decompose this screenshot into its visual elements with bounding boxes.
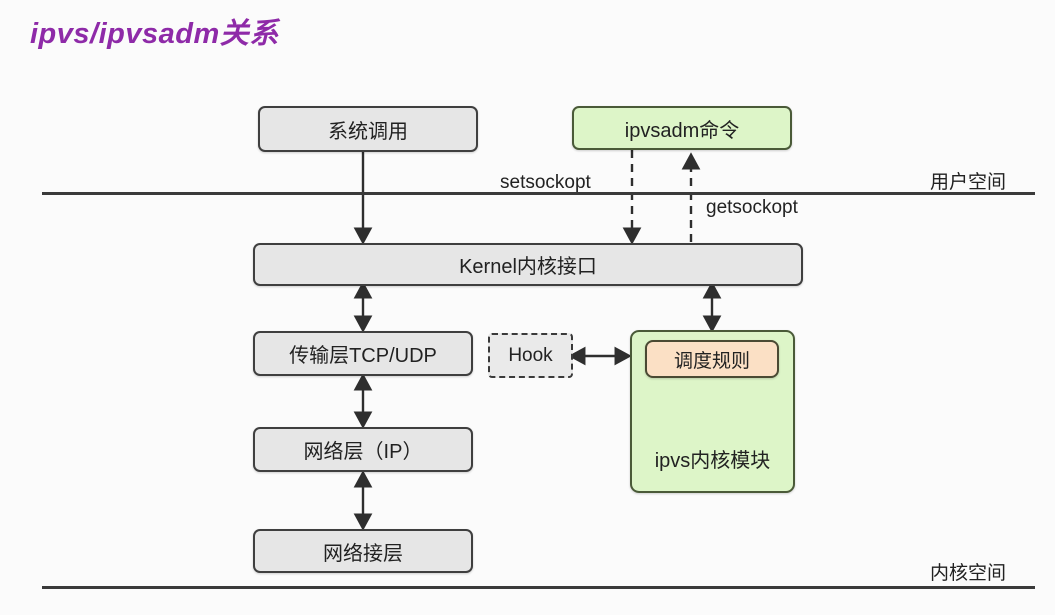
node-link-layer-label: 网络接层: [323, 542, 403, 565]
node-ipvsadm-command[interactable]: ipvsadm命令: [572, 106, 792, 150]
node-transport-layer-label: 传输层TCP/UDP: [289, 345, 437, 367]
page-title: ipvs/ipvsadm关系: [30, 18, 279, 50]
node-hook-label: Hook: [508, 344, 553, 366]
node-network-layer-label: 网络层（IP）: [303, 441, 423, 463]
node-link-layer[interactable]: 网络接层: [253, 529, 473, 573]
node-kernel-api[interactable]: Kernel内核接口: [253, 243, 803, 286]
kernel-space-divider-bottom: [42, 586, 1035, 589]
node-transport-layer[interactable]: 传输层TCP/UDP: [253, 331, 473, 376]
node-scheduling-rules[interactable]: 调度规则: [645, 340, 779, 378]
node-syscall-label: 系统调用: [328, 120, 408, 143]
getsockopt-label: getsockopt: [706, 197, 798, 218]
node-syscall[interactable]: 系统调用: [258, 106, 478, 152]
node-ipvs-kernel-module-label: ipvs内核模块: [654, 450, 771, 472]
node-scheduling-rules-label: 调度规则: [673, 350, 750, 372]
node-network-layer[interactable]: 网络层（IP）: [253, 427, 473, 472]
kernel-space-label: 内核空间: [930, 563, 1007, 584]
node-kernel-api-label: Kernel内核接口: [459, 256, 597, 278]
user-kernel-divider-top: [42, 192, 1035, 195]
node-ipvsadm-command-label: ipvsadm命令: [624, 119, 740, 142]
setsockopt-label: setsockopt: [500, 172, 591, 193]
node-hook[interactable]: Hook: [488, 333, 573, 378]
user-space-label: 用户空间: [930, 172, 1007, 193]
